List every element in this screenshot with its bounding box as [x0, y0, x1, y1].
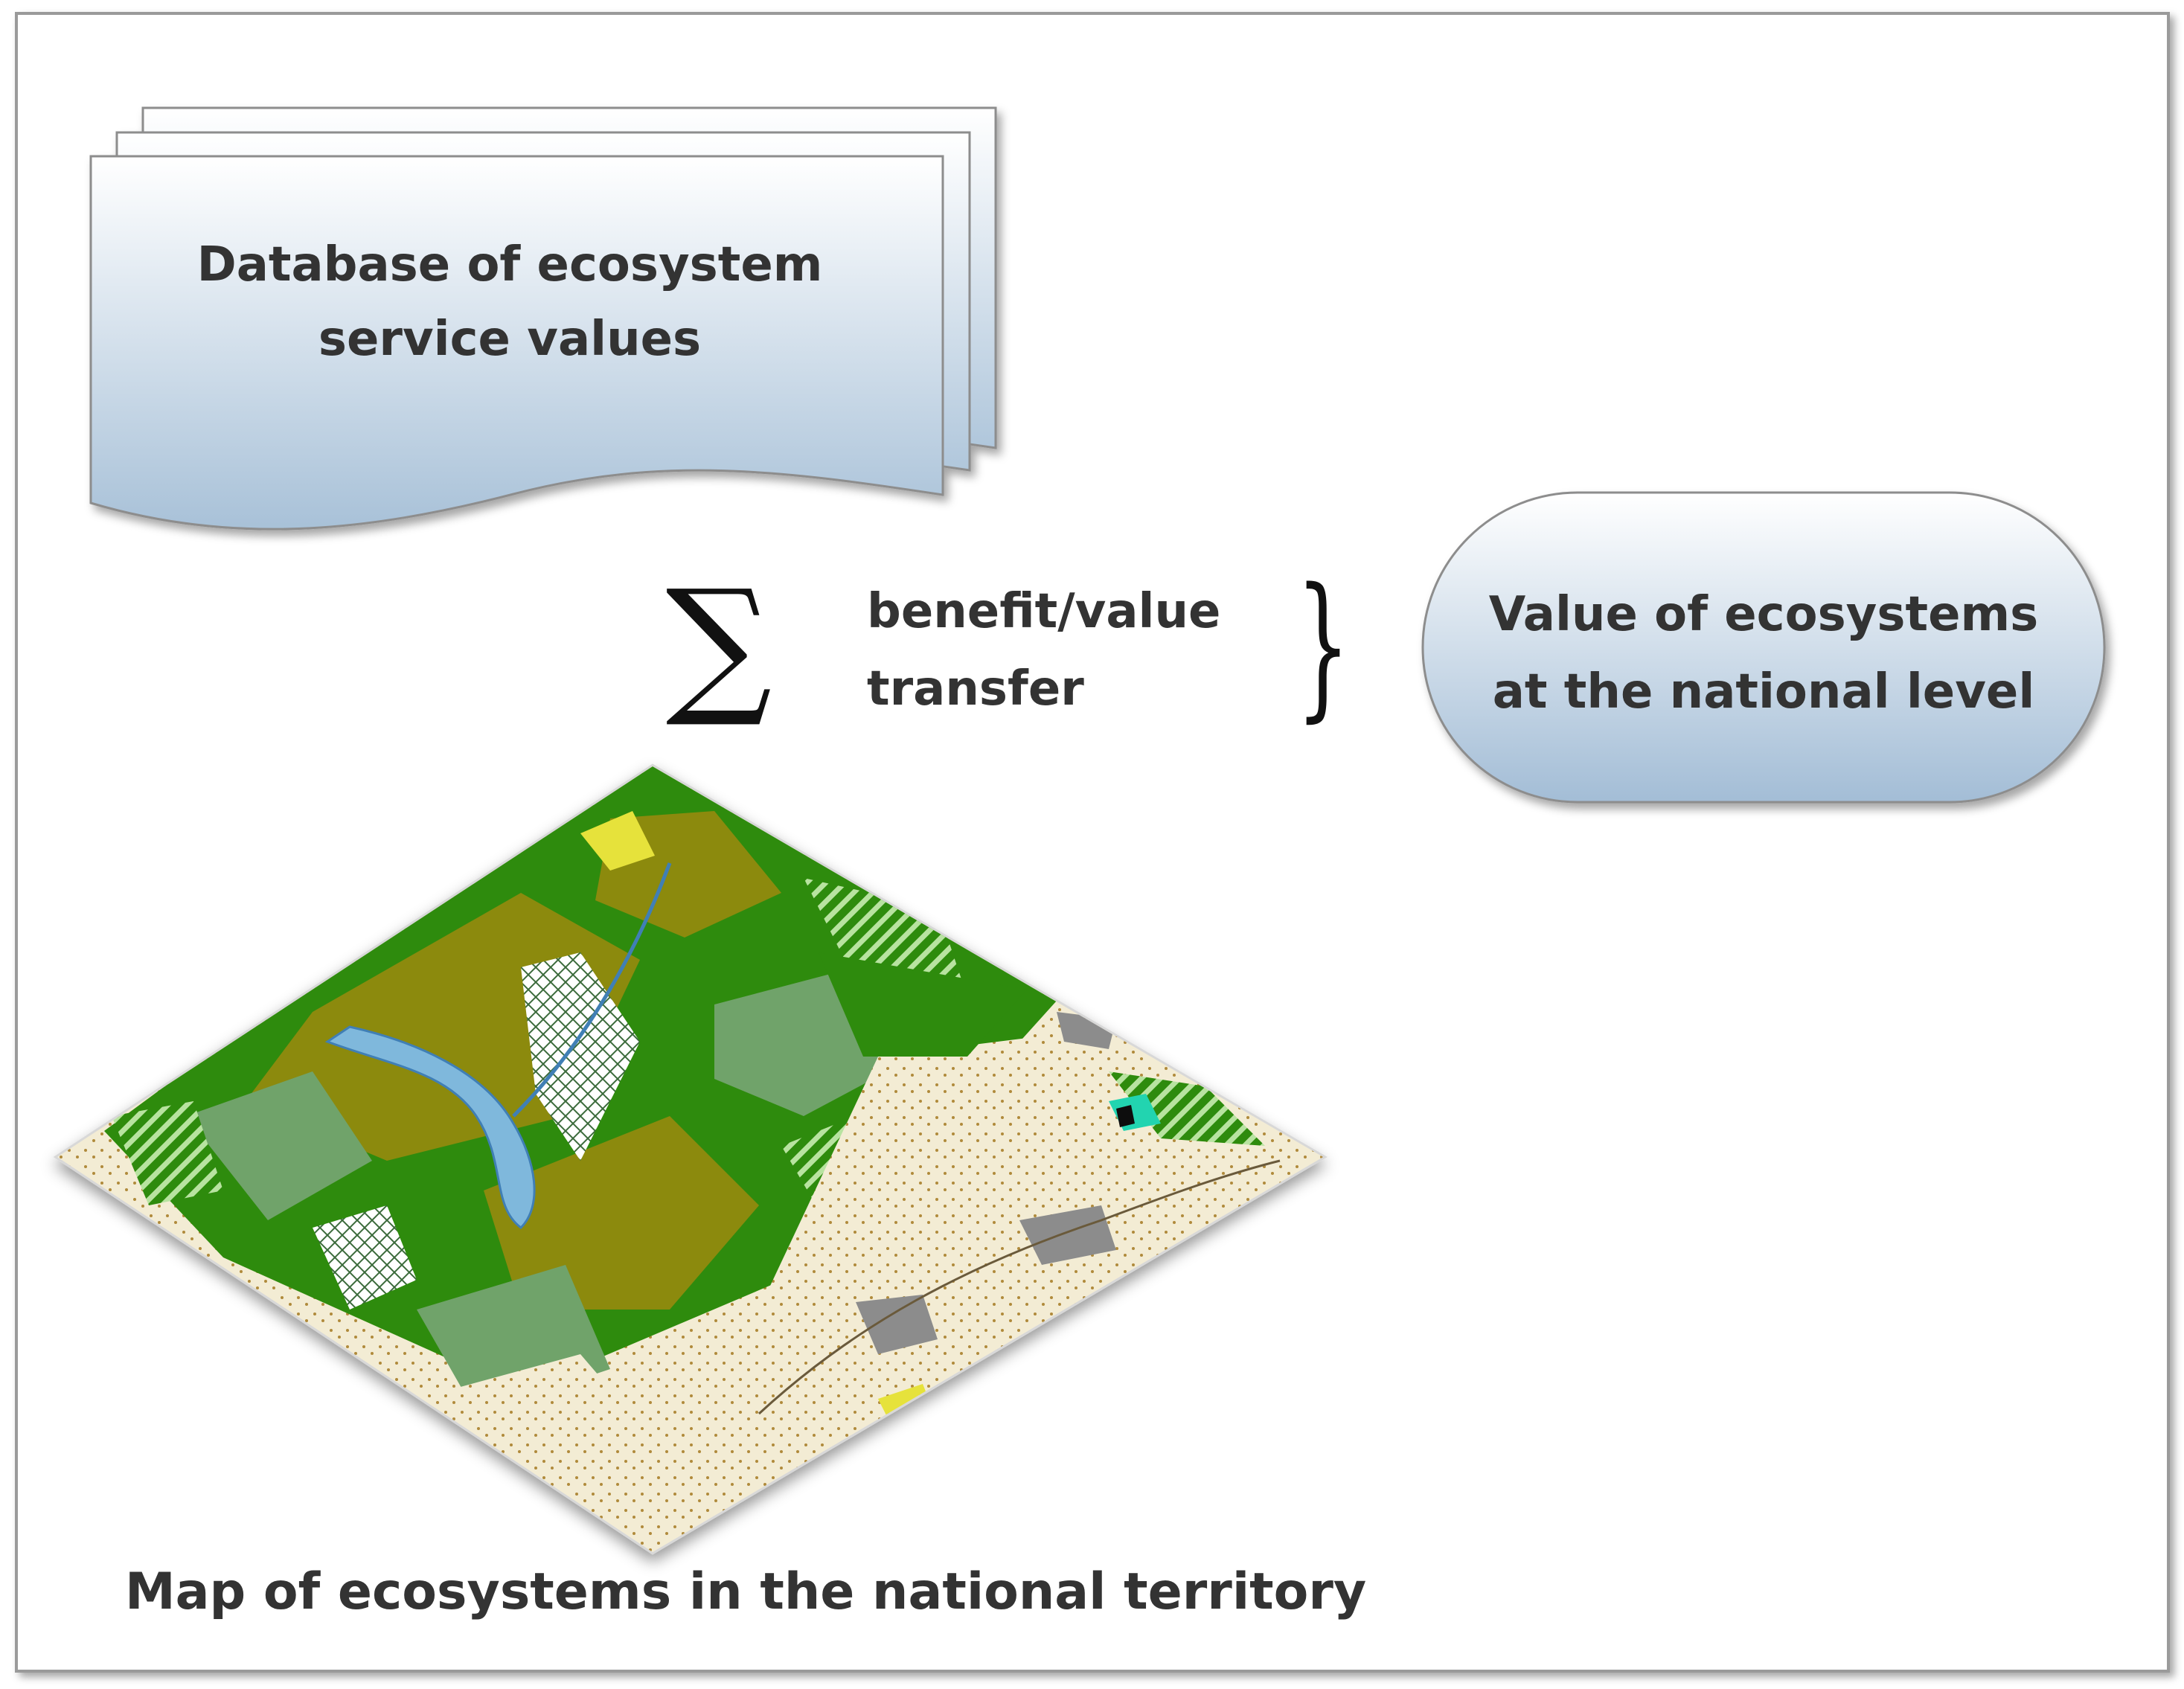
database-label: Database of ecosystem service values [97, 228, 923, 376]
transfer-label-line2: transfer [867, 661, 1084, 717]
database-document-stack [89, 106, 997, 531]
transfer-label: benefit/value transfer [867, 573, 1220, 728]
database-label-line2: service values [318, 312, 702, 367]
map-caption: Map of ecosystems in the national territ… [125, 1563, 1367, 1621]
brace-icon: } [1296, 554, 1350, 736]
result-pill [1421, 491, 2106, 804]
result-label: Value of ecosystems at the national leve… [1423, 576, 2104, 731]
transfer-label-line1: benefit/value [867, 584, 1221, 639]
result-label-line1: Value of ecosystems [1488, 587, 2039, 642]
document-front [89, 155, 944, 531]
result-label-line2: at the national level [1492, 664, 2035, 719]
database-label-line1: Database of ecosystem [196, 237, 823, 292]
ecosystem-map [53, 763, 1328, 1555]
sum-symbol-icon: ∑ [666, 558, 772, 731]
